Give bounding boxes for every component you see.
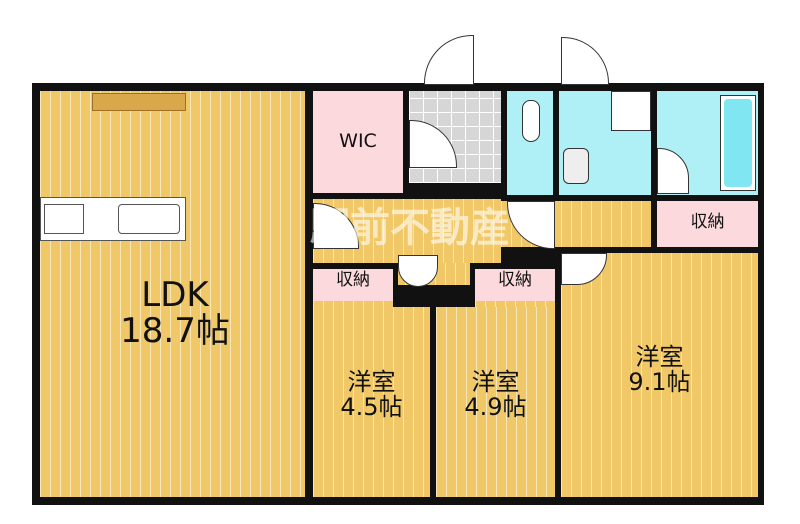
ldk-right-wall-lower — [305, 263, 313, 505]
washing-machine-pan — [611, 91, 651, 131]
window-shelf — [92, 93, 186, 111]
sink-icon — [118, 204, 180, 234]
closet-front-1 — [313, 301, 393, 307]
partition-wall — [430, 285, 436, 505]
western-room-2 — [436, 307, 555, 497]
western3-name: 洋室 — [635, 343, 684, 371]
western1-size: 4.5帖 — [340, 393, 403, 422]
bath-wall — [651, 91, 657, 201]
toilet-bowl — [522, 100, 540, 142]
wash-wall — [553, 91, 559, 201]
toilet-wall — [501, 91, 507, 201]
room3-left-wall — [555, 247, 561, 505]
storage-left — [313, 269, 393, 301]
storage-left-side — [393, 263, 398, 307]
western2-size: 4.9帖 — [464, 393, 527, 422]
wall-gap-top — [305, 30, 770, 83]
western2-name: 洋室 — [471, 368, 520, 396]
storage-right-wall — [651, 201, 657, 251]
room2-door[interactable] — [398, 255, 438, 287]
wic-label: WIC — [339, 130, 377, 152]
bathtub — [720, 95, 756, 191]
ldk-size: 18.7帖 — [120, 310, 230, 351]
stove-icon — [44, 204, 84, 234]
storage-mid — [475, 269, 555, 301]
wet-bottom-wall — [501, 195, 764, 201]
storage-mid-side — [470, 263, 475, 307]
storage1-label: 収納 — [336, 270, 370, 290]
wash-basin — [563, 148, 589, 184]
ldk-name: LDK — [141, 275, 209, 315]
wic-wall — [403, 91, 409, 195]
wic-bottom-wall — [310, 193, 409, 199]
western3-size: 9.1帖 — [628, 368, 691, 397]
ldk-room — [40, 91, 305, 497]
storage-left-top — [305, 263, 398, 269]
closet-front-2 — [475, 301, 555, 307]
storage2-label: 収納 — [498, 270, 532, 290]
western-room-1 — [313, 307, 430, 497]
storage-mid-top — [470, 263, 561, 269]
wic-room — [313, 91, 403, 193]
watermark: 駅前不動産 — [310, 205, 510, 251]
room3-top-wall — [555, 247, 764, 253]
storage-right — [657, 201, 758, 247]
western1-name: 洋室 — [347, 368, 396, 396]
western-room-3 — [561, 253, 758, 497]
ldk-right-wall — [305, 91, 313, 201]
storage3-label: 収納 — [690, 212, 725, 232]
upper-wall — [305, 83, 764, 91]
